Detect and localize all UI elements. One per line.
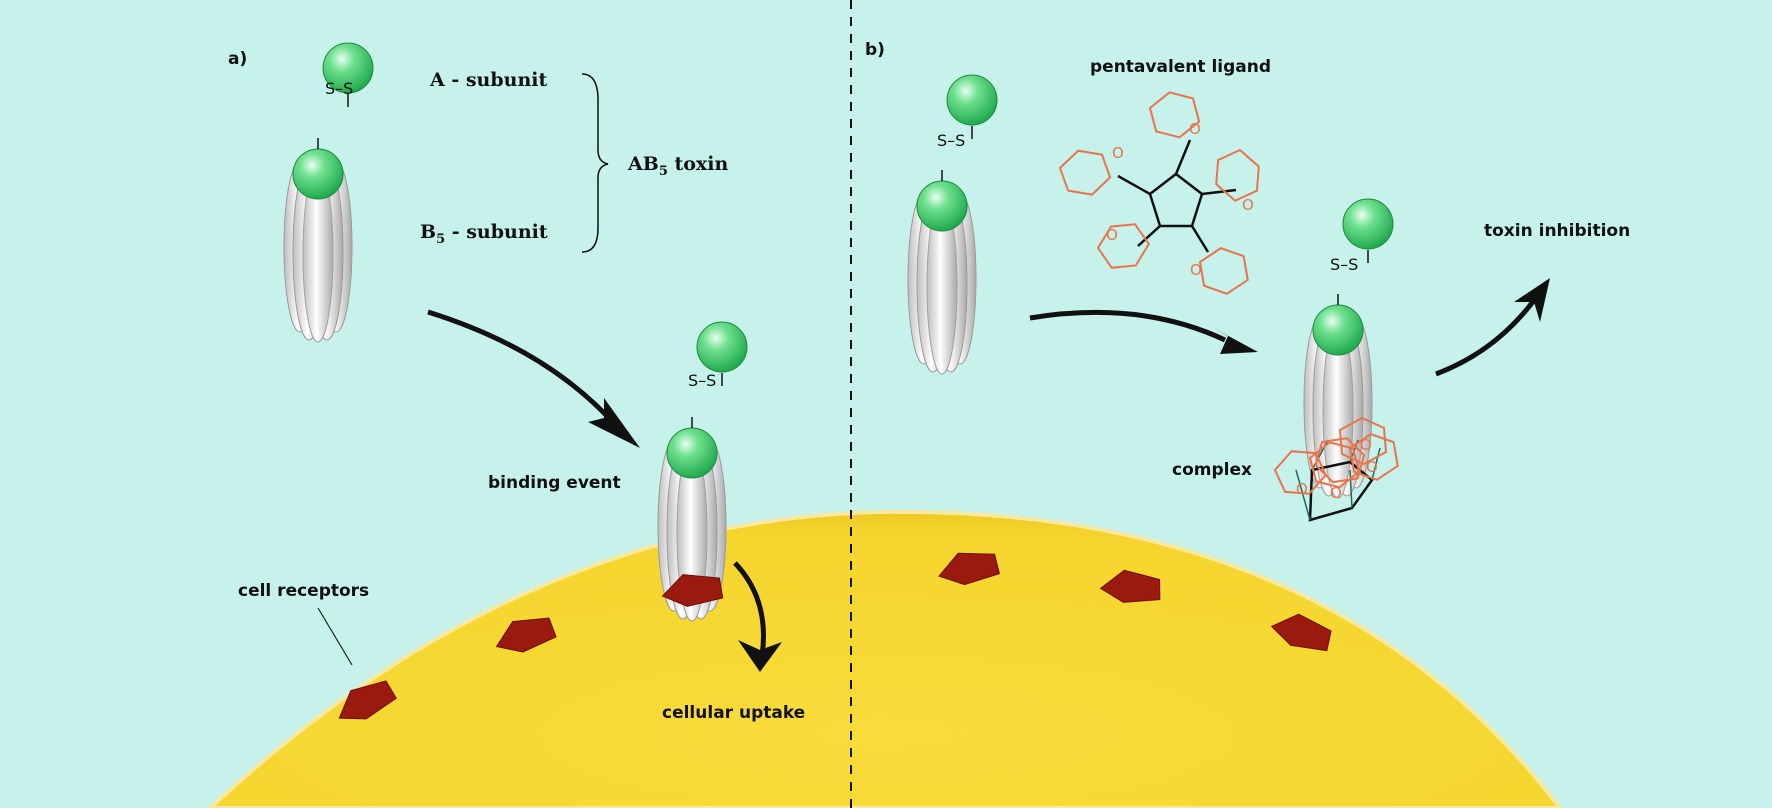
disulfide-label-b2: S–S [1330,255,1358,274]
ligand-oxygen: O [1360,436,1372,454]
bound-ligand: O O O O [1269,417,1400,522]
toxin-inhibition-label: toxin inhibition [1484,221,1630,241]
inhibition-arrow [1435,290,1543,377]
ligand-oxygen: O [1296,480,1308,498]
ligand-oxygen: O [1190,261,1202,279]
ab5-toxin-label: AB5 toxin [627,153,728,179]
complex-label: complex [1172,460,1252,480]
complexation-arrowhead [1210,326,1258,354]
ligand-oxygen: O [1106,226,1118,244]
complexation-arrow [1029,309,1227,343]
cell-membrane [207,509,1563,808]
ligand-oxygen: O [1242,196,1254,214]
uptake-arrowhead [738,640,782,672]
receptor-pointer-line [317,607,353,666]
binding-arrowhead [588,398,640,448]
ligand-oxygen: O [1366,458,1378,476]
b5-subunit-label: B5 - subunit [420,221,548,247]
uptake-arrow [733,561,766,657]
binding-arrow [427,309,620,430]
disulfide-label-a1: S–S [325,79,353,98]
pentavalent-ligand-label: pentavalent ligand [1090,57,1271,77]
ligand-oxygen: O [1330,484,1342,502]
cell-receptors-label: cell receptors [238,581,369,601]
panel-a-tag: a) [228,49,247,69]
a-subunit-label: A - subunit [429,69,547,91]
ab5-toxin-b [907,74,998,375]
ligand-oxygen: O [1112,144,1124,162]
subunit-brace [581,73,609,253]
inhibition-arrowhead [1514,278,1550,322]
pentavalent-ligand-structure: O O O O O [1055,87,1269,297]
panel-b-tag: b) [865,40,885,60]
ligand-oxygen: O [1189,120,1201,138]
disulfide-label-a2: S–S [688,371,716,390]
disulfide-label-b1: S–S [937,131,965,150]
cellular-uptake-label: cellular uptake [662,703,805,723]
binding-event-label: binding event [488,473,621,493]
